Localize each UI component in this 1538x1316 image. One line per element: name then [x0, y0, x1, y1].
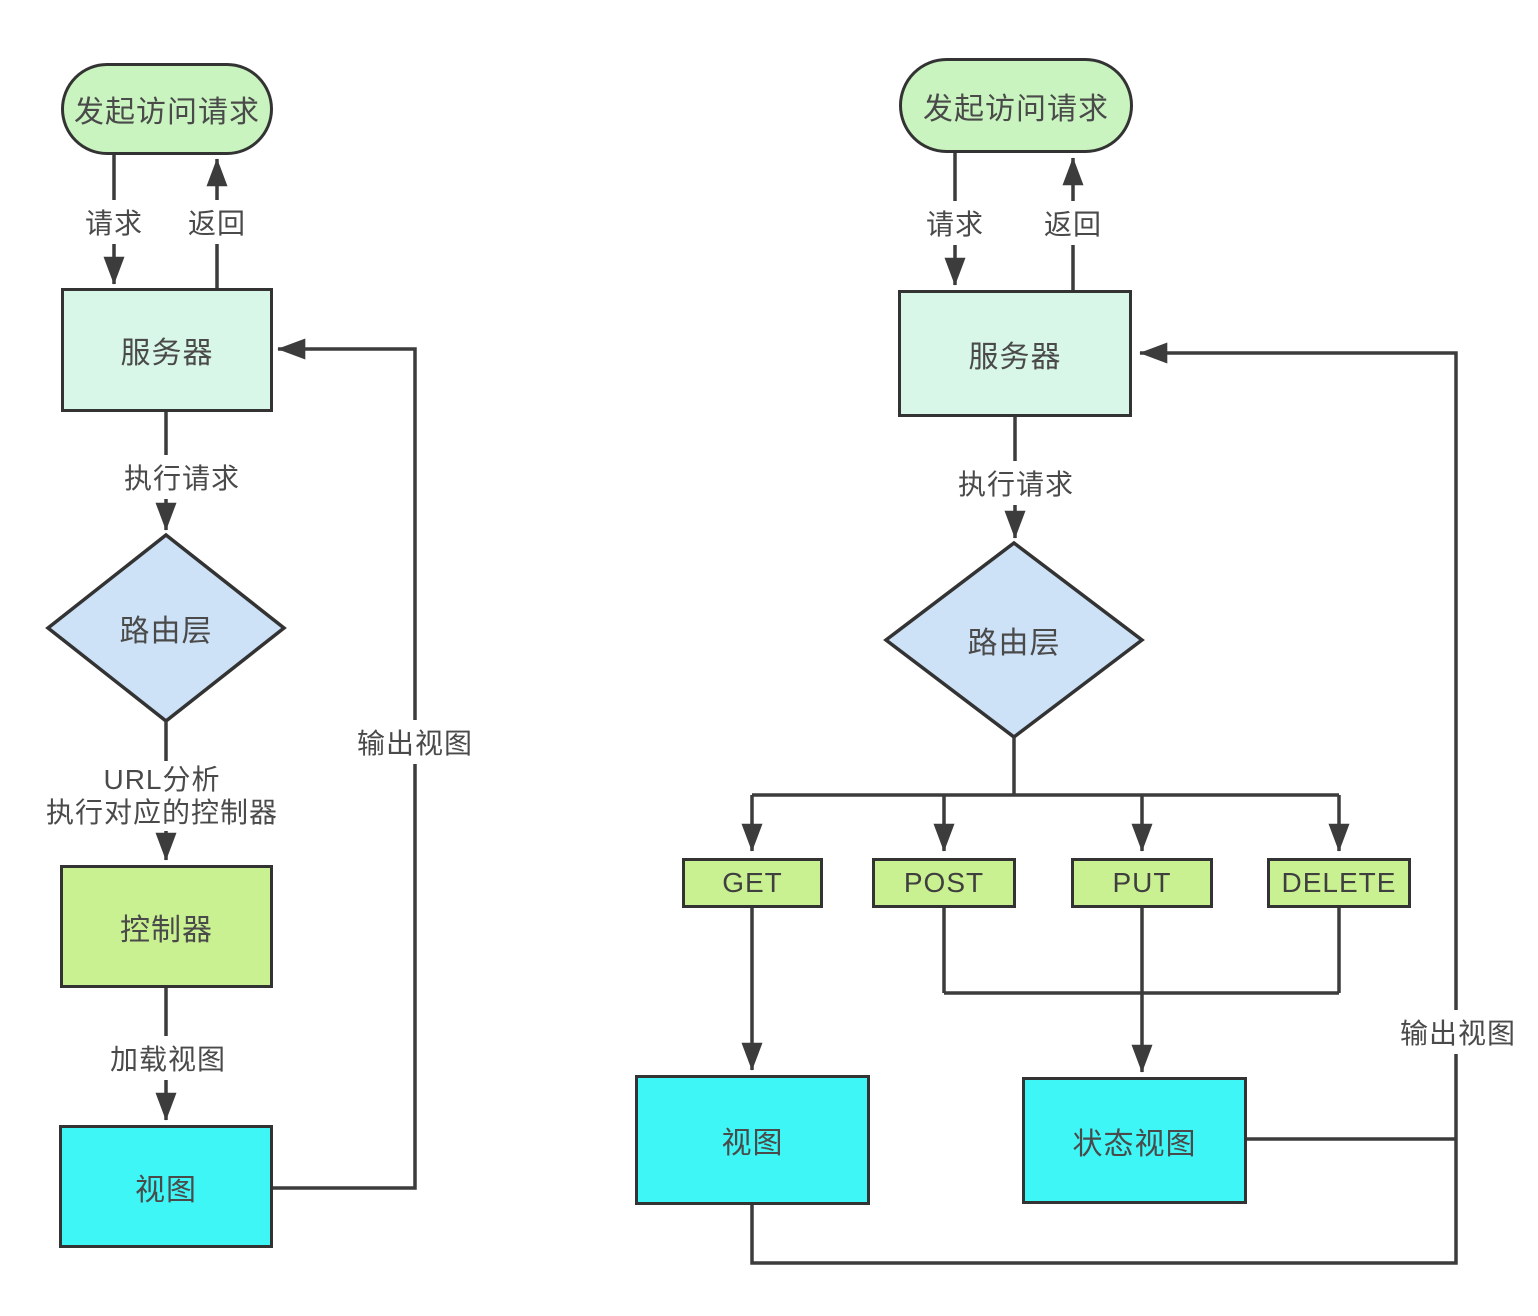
edge-label-execute-left: 执行请求	[116, 455, 248, 499]
left-view-node: 视图	[59, 1125, 273, 1248]
edge-label-load-view: 加载视图	[102, 1036, 234, 1080]
edge-label-url-analysis: URL分析 执行对应的控制器	[38, 761, 286, 831]
edge-label-execute-right: 执行请求	[950, 461, 1082, 505]
left-start-node: 发起访问请求	[61, 63, 273, 155]
left-router-label: 路由层	[119, 615, 213, 648]
right-server-node: 服务器	[898, 290, 1132, 417]
edge-label-url-line2: 执行对应的控制器	[45, 797, 279, 828]
right-status-view-node: 状态视图	[1022, 1077, 1247, 1204]
edge-right-view-server-loop	[750, 342, 1458, 1265]
edge-label-return-left: 返回	[180, 200, 254, 244]
left-controller-node: 控制器	[60, 865, 273, 988]
right-start-node: 发起访问请求	[899, 58, 1133, 153]
right-view-node: 视图	[635, 1075, 870, 1205]
edge-label-url-line1: URL分析	[103, 764, 221, 795]
edge-label-output-view-left: 输出视图	[349, 720, 481, 764]
left-server-node: 服务器	[61, 288, 273, 412]
method-get-node: GET	[682, 858, 823, 908]
edge-label-return-right: 返回	[1036, 201, 1110, 245]
method-put-node: PUT	[1071, 858, 1213, 908]
method-delete-node: DELETE	[1267, 858, 1411, 908]
edge-left-view-server-loop	[273, 338, 417, 1190]
edge-label-request-right: 请求	[918, 201, 992, 245]
edge-label-request-left: 请求	[77, 200, 151, 244]
method-post-node: POST	[872, 858, 1016, 908]
edge-label-output-view-right: 输出视图	[1392, 1010, 1524, 1054]
right-router-label: 路由层	[967, 627, 1061, 660]
